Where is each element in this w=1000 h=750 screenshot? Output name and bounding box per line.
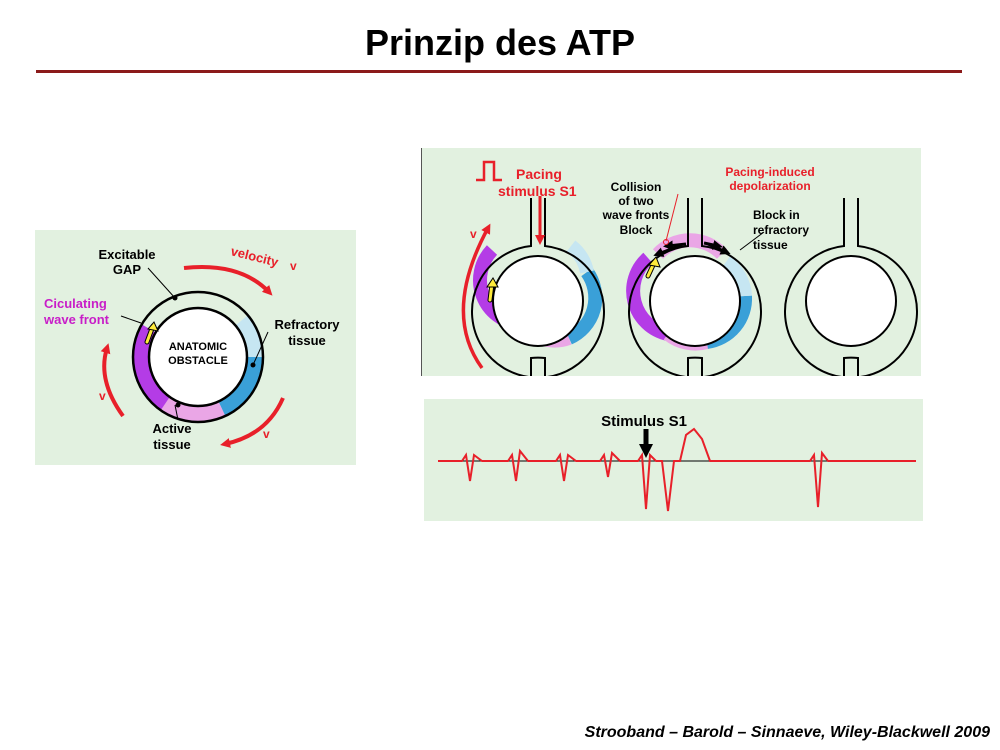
obstacle-label-2: OBSTACLE <box>168 355 228 367</box>
left-v-label: v <box>99 389 106 403</box>
ecg-trace <box>438 427 916 512</box>
refractory-label-2: tissue <box>288 333 326 348</box>
pacing-induced-label-1: Pacing-induced <box>725 165 814 179</box>
refractory-label-1: Refractory <box>274 317 340 332</box>
circuit-3 <box>784 198 918 376</box>
velocity-label: velocity <box>229 243 280 269</box>
anatomic-obstacle <box>147 306 249 408</box>
ring-outer-outline <box>131 290 265 424</box>
ecg-trace-diagram: Stimulus S1 <box>438 413 916 512</box>
refractory-recovering-segment <box>235 315 263 358</box>
circuit-1 <box>471 198 605 376</box>
active-tissue-segment <box>132 323 170 411</box>
pacing-pulse-icon <box>476 160 502 182</box>
collision-label-3: wave fronts <box>602 208 670 222</box>
obstacle-label-1: ANATOMIC <box>169 341 227 353</box>
slide-title: Prinzip des ATP <box>364 22 636 63</box>
pacing-induced-label-2: depolarization <box>729 179 810 193</box>
ecg-panel: Stimulus S1 <box>424 399 923 521</box>
pacing-label-2: stimulus S1 <box>498 183 577 199</box>
velocity-arrow-left <box>100 343 125 418</box>
reentry-diagram-panel: Excitable GAP velocity v Ciculating wave… <box>35 230 356 465</box>
active-tissue-label-1: Active <box>152 421 191 436</box>
velocity-arrow-top <box>183 265 273 296</box>
wave-front-label-1: Ciculating <box>44 296 107 311</box>
velocity-arrow-bottom <box>220 397 285 448</box>
bottom-v-label: v <box>263 427 270 441</box>
circuit-2 <box>626 198 762 376</box>
title-divider <box>36 70 962 73</box>
pacing-diagram-panel: Pacing stimulus S1 v Collision of two wa… <box>421 148 921 376</box>
collision-label-4: Block <box>620 223 653 237</box>
block-label-1: Block in <box>753 208 800 222</box>
reentry-diagram: Excitable GAP velocity v Ciculating wave… <box>43 243 340 452</box>
block-label-3: tissue <box>753 238 788 252</box>
citation: Strooband – Barold – Sinnaeve, Wiley-Bla… <box>584 724 990 741</box>
excitable-gap-label-1: Excitable <box>98 247 155 262</box>
active-tissue-label-2: tissue <box>153 437 191 452</box>
block-label-2: refractory <box>753 223 809 237</box>
collision-label-2: of two <box>618 194 653 208</box>
stimulus-label: Stimulus S1 <box>601 413 687 430</box>
collision-label-1: Collision <box>611 180 662 194</box>
active-tail-segment <box>160 397 226 423</box>
velocity-v-label: v <box>290 259 297 273</box>
excitable-gap-label-2: GAP <box>113 262 142 277</box>
velocity-arrow <box>461 223 491 370</box>
pacing-diagram: Pacing stimulus S1 v Collision of two wa… <box>461 160 918 376</box>
pacing-label-1: Pacing <box>516 166 562 182</box>
v-label: v <box>470 227 477 241</box>
wave-front-label-2: wave front <box>43 312 110 327</box>
